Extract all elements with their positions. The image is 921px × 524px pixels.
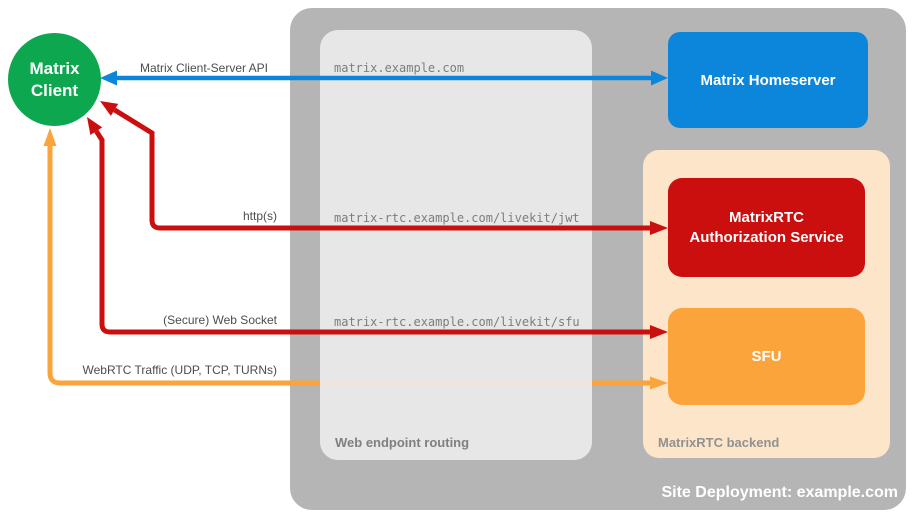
edge-label-secure-web-socket: (Secure) Web Socket <box>163 313 277 327</box>
route-livekit-sfu: matrix-rtc.example.com/livekit/sfu <box>334 315 580 329</box>
edge-label-client-server-api: Matrix Client-Server API <box>139 61 269 75</box>
edge-label-webrtc-traffic: WebRTC Traffic (UDP, TCP, TURNs) <box>82 363 278 377</box>
route-livekit-jwt: matrix-rtc.example.com/livekit/jwt <box>334 211 580 225</box>
web-endpoint-routing-label: Web endpoint routing <box>335 435 470 450</box>
matrix-client-node: Matrix Client <box>8 33 101 126</box>
web-endpoint-routing-box: Web endpoint routing <box>320 30 592 460</box>
edge-label-https: http(s) <box>242 209 277 223</box>
matrixrtc-backend-label: MatrixRTC backend <box>658 435 780 450</box>
route-matrix-example-com: matrix.example.com <box>334 61 465 75</box>
matrix-homeserver-node: Matrix Homeserver <box>668 32 868 128</box>
sfu-node: SFU <box>668 308 865 405</box>
matrixrtc-authorization-service-node: MatrixRTC Authorization Service <box>668 178 865 277</box>
site-deployment-title: Site Deployment: example.com <box>661 484 898 501</box>
